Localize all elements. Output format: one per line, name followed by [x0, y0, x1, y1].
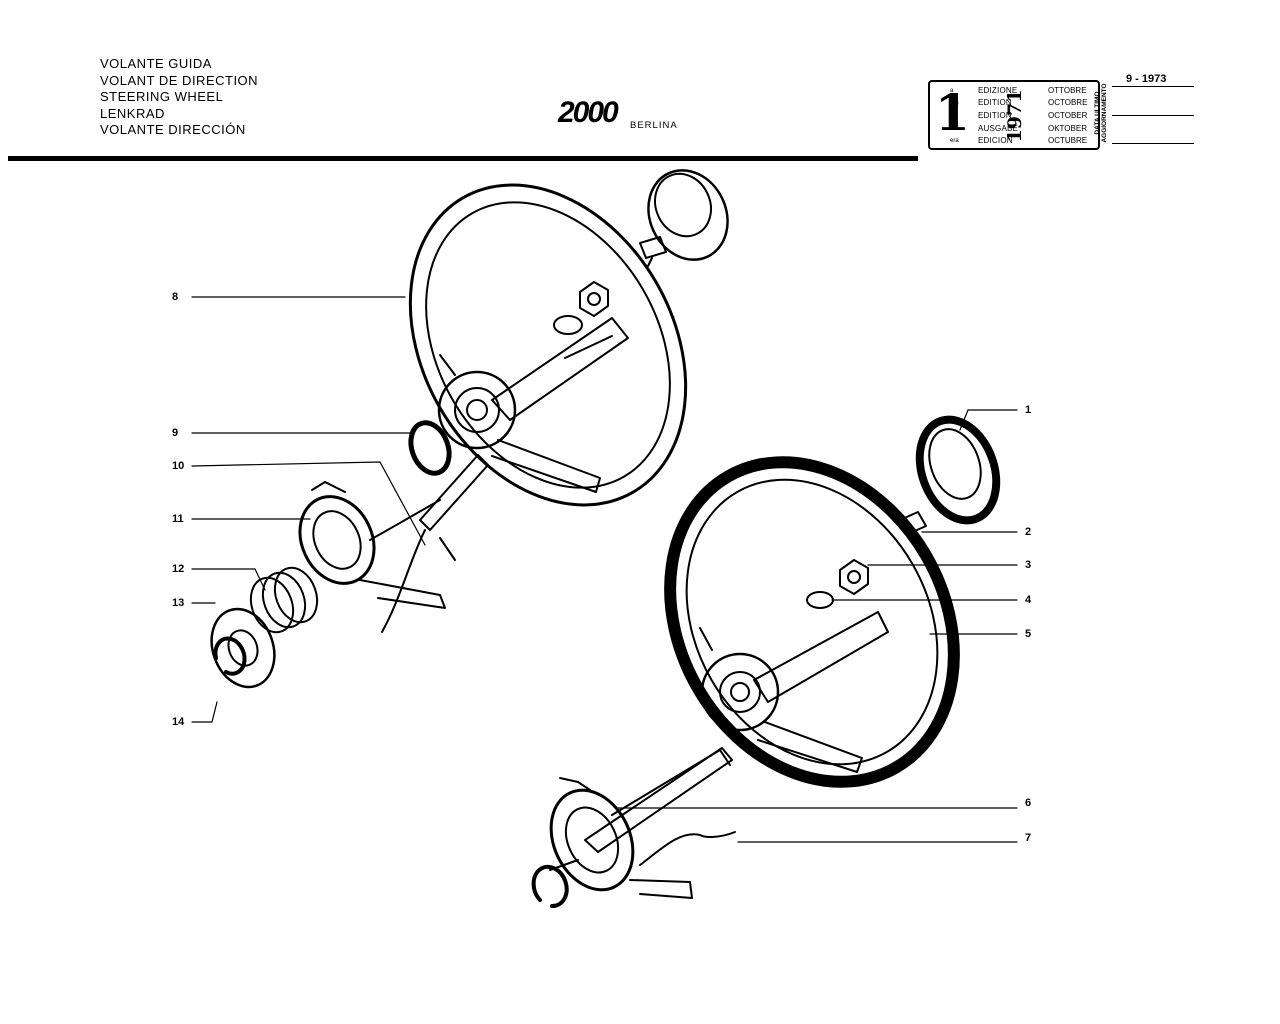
callout-6: 6 — [1025, 797, 1032, 809]
upper-column-parts — [210, 420, 489, 689]
edition-label: EDICION — [978, 136, 1013, 145]
lower-steering-wheel — [531, 456, 960, 909]
edition-month: OCTOBRE — [1048, 98, 1088, 107]
upper-steering-wheel — [408, 183, 688, 507]
header-rule — [8, 156, 918, 161]
title-english: STEERING WHEEL — [100, 89, 224, 104]
edition-label: EDIZIONE — [978, 86, 1018, 95]
edition-month: OCTUBRE — [1048, 136, 1088, 145]
callout-11: 11 — [172, 513, 184, 525]
callout-9: 9 — [172, 427, 179, 439]
logo-text: 2000 — [558, 96, 619, 129]
title-german: LENKRAD — [100, 105, 165, 121]
model-name: BERLINA — [630, 120, 678, 131]
leader-lines — [191, 296, 1018, 843]
callout-12: 12 — [172, 563, 185, 575]
callout-8: 8 — [172, 291, 179, 303]
update-line — [1112, 86, 1194, 87]
lower-horn-button — [899, 415, 1001, 535]
edition-ordinal: era — [950, 138, 959, 144]
title-french: VOLANT DE DIRECTION — [100, 72, 259, 88]
title-block: VOLANTE GUIDA VOLANT DE DIRECTION STEERI… — [100, 56, 258, 139]
callout-4: 4 — [1025, 594, 1032, 606]
callout-13: 13 — [172, 597, 185, 609]
callout-10: 10 — [172, 460, 185, 472]
callout-14: 14 — [172, 716, 185, 728]
edition-label: AUSGABE — [978, 124, 1019, 133]
edition-numeral: 1 — [935, 83, 970, 142]
update-date: 9 - 1973 — [1126, 73, 1167, 85]
edition-label: EDITION — [978, 111, 1012, 120]
model-logo: 2000 BERLINA — [558, 96, 683, 132]
callout-2: 2 — [1025, 526, 1032, 538]
edition-month: OCTOBER — [1048, 111, 1088, 120]
edition-ordinal: . — [950, 126, 952, 132]
update-line — [1112, 115, 1194, 116]
callout-1: 1 — [1025, 404, 1032, 416]
update-line — [1112, 143, 1194, 144]
edition-box: 1 a ere st . era EDIZIONE EDITION EDITIO… — [928, 80, 1100, 150]
callout-5: 5 — [1025, 628, 1032, 640]
edition-label: EDITION — [978, 98, 1012, 107]
upper-horn-button — [639, 169, 729, 267]
title-italian: VOLANTE GUIDA — [100, 56, 212, 71]
edition-ordinal: st — [950, 114, 955, 120]
title-spanish: VOLANTE DIRECCIÓN — [100, 122, 246, 137]
edition-month: OTTOBRE — [1048, 86, 1087, 95]
callout-3: 3 — [1025, 559, 1032, 571]
edition-ordinal: a — [950, 88, 954, 94]
edition-ordinal: ere — [950, 101, 959, 107]
callout-7: 7 — [1025, 832, 1032, 844]
edition-month: OKTOBER — [1048, 124, 1087, 133]
